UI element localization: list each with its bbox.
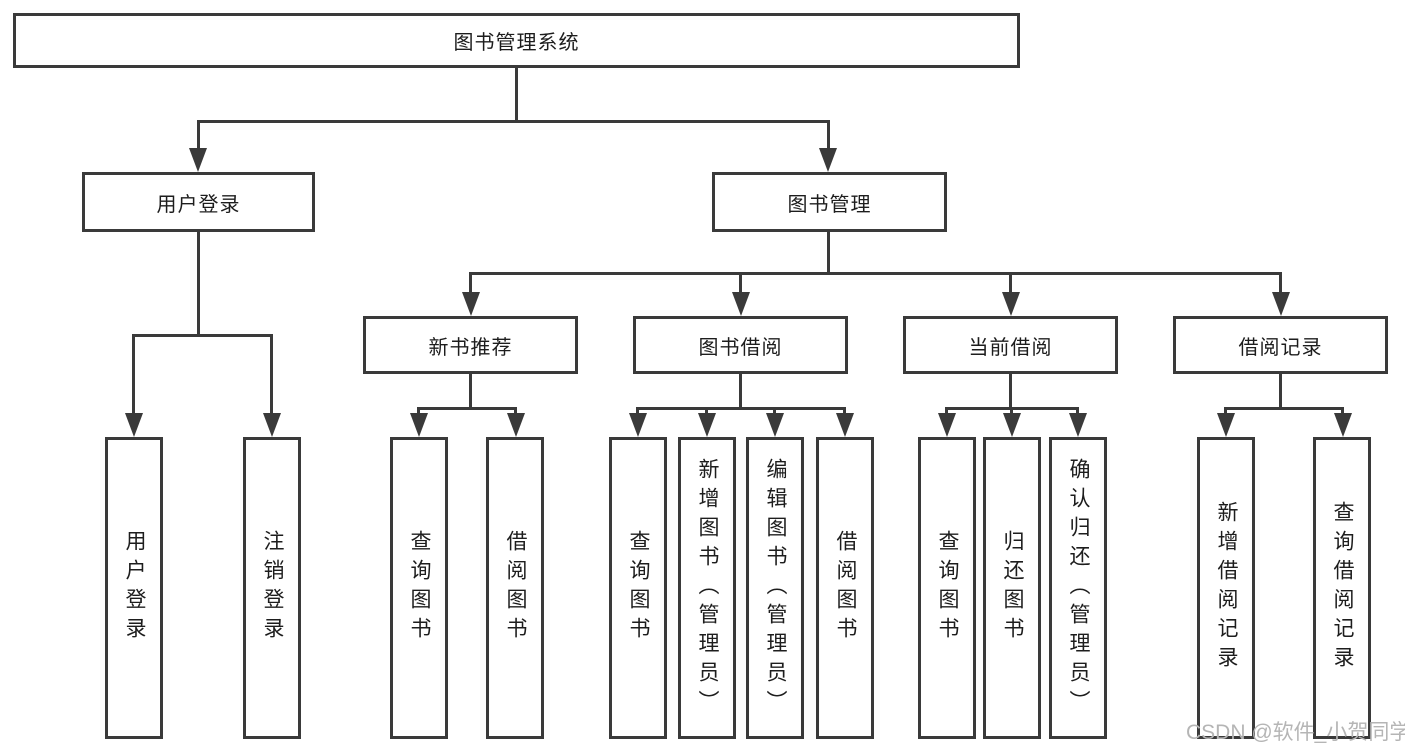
connector-arrow: [125, 413, 143, 437]
connector-line: [705, 407, 708, 415]
connector-line: [132, 334, 273, 337]
node-book-management: 图书管理: [712, 172, 947, 232]
connector-line: [739, 272, 742, 293]
connector-line: [469, 374, 472, 407]
node-borrowing-records: 借阅记录: [1173, 316, 1388, 374]
node-book-borrowing: 图书借阅: [633, 316, 848, 374]
leaf-logout: 注销登录: [243, 437, 301, 739]
csdn-watermark: CSDN @软件_小贺同学: [1186, 721, 1405, 744]
connector-line: [636, 407, 639, 415]
node-current-borrowing: 当前借阅: [903, 316, 1118, 374]
connector-arrow: [698, 413, 716, 437]
leaf-user-login: 用户登录: [105, 437, 163, 739]
connector-line: [1279, 272, 1282, 293]
connector-arrow: [836, 413, 854, 437]
connector-line: [1224, 407, 1227, 415]
leaf-query-books-recommend: 查询图书: [390, 437, 448, 739]
connector-line: [636, 407, 846, 410]
connector-line: [827, 232, 830, 272]
connector-line: [1009, 272, 1012, 293]
leaf-query-books-current: 查询图书: [918, 437, 976, 739]
connector-line: [1076, 407, 1079, 415]
connector-line: [1010, 407, 1013, 415]
leaf-edit-books-admin: 编辑图书（管理员）: [746, 437, 804, 739]
connector-line: [132, 334, 135, 415]
node-new-book-recommend: 新书推荐: [363, 316, 578, 374]
connector-line: [469, 272, 1281, 275]
connector-arrow: [1334, 413, 1352, 437]
connector-arrow: [1003, 413, 1021, 437]
connector-line: [197, 232, 200, 334]
leaf-confirm-return-admin: 确认归还（管理员）: [1049, 437, 1107, 739]
connector-line: [739, 374, 742, 407]
connector-line: [1279, 374, 1282, 407]
connector-arrow: [1069, 413, 1087, 437]
connector-arrow: [462, 292, 480, 316]
leaf-borrow-books-recommend: 借阅图书: [486, 437, 544, 739]
leaf-add-books-admin: 新增图书（管理员）: [678, 437, 736, 739]
connector-arrow: [732, 292, 750, 316]
leaf-borrow-books: 借阅图书: [816, 437, 874, 739]
leaf-query-borrow-record: 查询借阅记录: [1313, 437, 1371, 739]
connector-arrow: [1002, 292, 1020, 316]
connector-line: [1224, 407, 1344, 410]
connector-line: [1009, 374, 1012, 407]
leaf-query-books-borrow: 查询图书: [609, 437, 667, 739]
node-user-login: 用户登录: [82, 172, 315, 232]
leaf-add-borrow-record: 新增借阅记录: [1197, 437, 1255, 739]
connector-line: [827, 120, 830, 150]
connector-arrow: [629, 413, 647, 437]
connector-line: [197, 120, 200, 150]
connector-line: [843, 407, 846, 415]
connector-arrow: [938, 413, 956, 437]
connector-arrow: [1272, 292, 1290, 316]
connector-line: [945, 407, 948, 415]
connector-arrow: [189, 148, 207, 172]
connector-arrow: [819, 148, 837, 172]
connector-arrow: [263, 413, 281, 437]
connector-line: [515, 68, 518, 120]
connector-line: [514, 407, 517, 415]
connector-arrow: [1217, 413, 1235, 437]
connector-line: [1341, 407, 1344, 415]
connector-arrow: [766, 413, 784, 437]
connector-arrow: [507, 413, 525, 437]
connector-line: [469, 272, 472, 293]
leaf-return-books: 归还图书: [983, 437, 1041, 739]
node-book-management-system: 图书管理系统: [13, 13, 1020, 68]
connector-arrow: [410, 413, 428, 437]
connector-line: [270, 334, 273, 415]
connector-line: [773, 407, 776, 415]
connector-line: [197, 120, 830, 123]
connector-line: [417, 407, 420, 415]
connector-line: [417, 407, 517, 410]
